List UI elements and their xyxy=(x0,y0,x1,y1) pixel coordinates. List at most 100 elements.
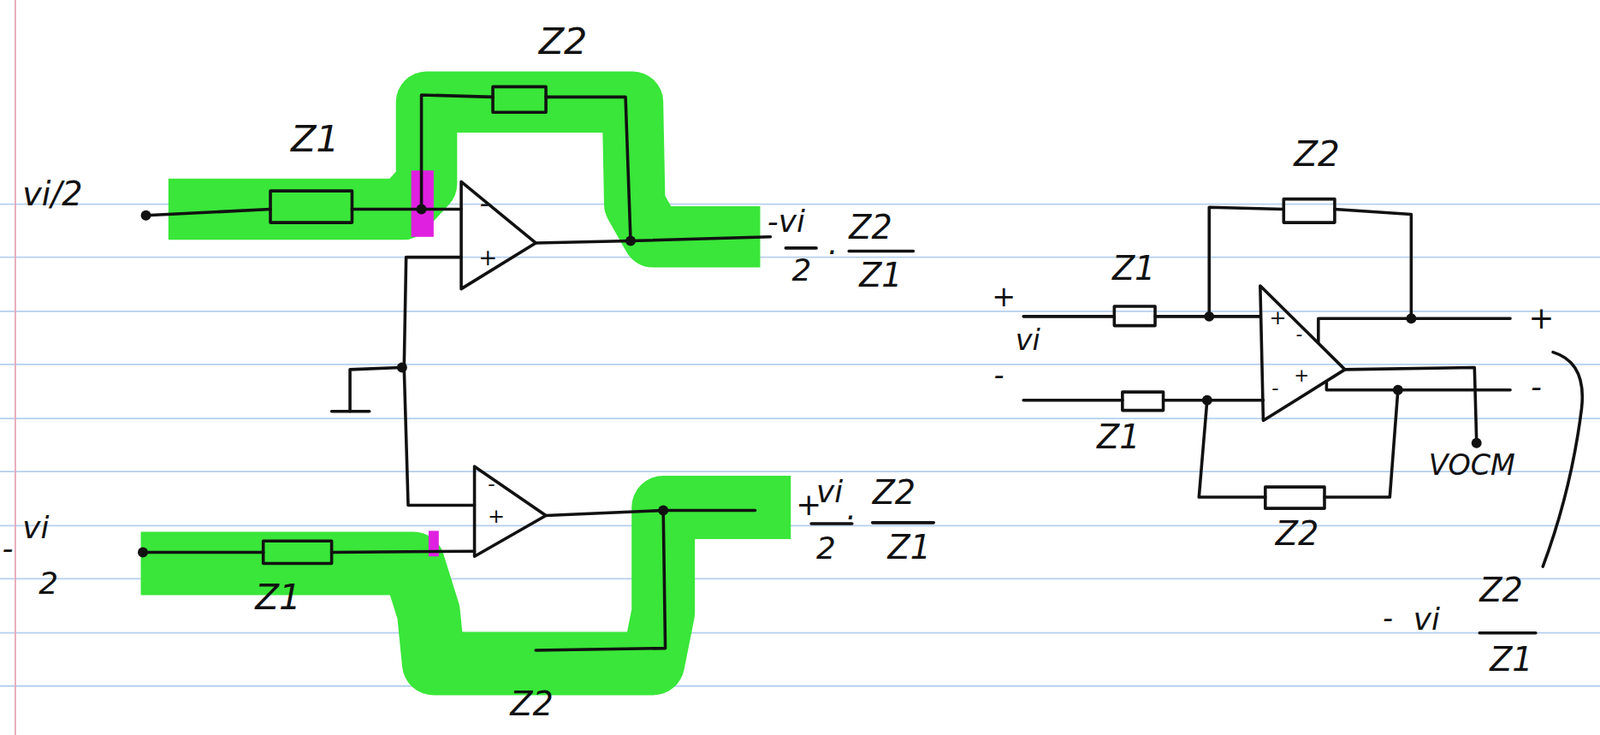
signal-label: Z1 xyxy=(1112,249,1156,288)
resistor-symbol xyxy=(1283,199,1335,223)
signal-label: + xyxy=(1293,365,1310,387)
junction-dot xyxy=(416,204,427,215)
wire xyxy=(1023,398,1123,403)
wire xyxy=(545,510,755,516)
signal-label: - xyxy=(1,530,13,566)
wire xyxy=(535,510,665,651)
ground-symbol xyxy=(331,409,370,414)
signal-label: 2 xyxy=(38,566,59,602)
ruled-line xyxy=(0,632,1600,635)
signal-label: Z1 xyxy=(859,257,902,296)
feedback-highlight xyxy=(141,507,792,664)
opamp-symbol xyxy=(1260,285,1346,421)
ruled-line xyxy=(0,525,1600,528)
resistor-symbol xyxy=(263,540,332,563)
signal-label: Z2 xyxy=(509,686,553,724)
signal-label: Z2 xyxy=(848,209,892,248)
signal-label: 2 xyxy=(791,253,812,289)
margin-line xyxy=(14,0,17,735)
signal-label: - xyxy=(487,471,496,495)
ruled-line xyxy=(0,363,1600,366)
signal-label: -vi xyxy=(767,204,806,240)
junction-dot xyxy=(657,505,669,516)
signal-label: - xyxy=(1296,324,1304,346)
resistor-symbol xyxy=(1114,306,1156,326)
signal-label: - xyxy=(994,359,1005,392)
fraction-bar xyxy=(872,521,935,525)
wire xyxy=(1163,398,1264,403)
junction-dot xyxy=(1405,313,1417,324)
ruled-line xyxy=(0,685,1600,688)
ruled-line xyxy=(0,310,1600,313)
bracket xyxy=(1542,352,1583,568)
resistor-symbol xyxy=(492,86,546,113)
signal-label: - xyxy=(1530,369,1542,405)
highlight-paths xyxy=(141,101,792,664)
wire xyxy=(351,207,462,212)
junction-dot xyxy=(397,362,408,374)
resistor-symbol xyxy=(1265,486,1325,509)
signal-label: + xyxy=(1528,301,1555,337)
signal-label: Z1 xyxy=(254,577,302,618)
wire xyxy=(146,209,271,216)
signal-label: Z2 xyxy=(872,474,916,513)
signal-label: - xyxy=(1271,375,1280,399)
wire xyxy=(545,96,631,241)
signal-label: Z1 xyxy=(1489,640,1533,679)
signal-label: Z1 xyxy=(1096,418,1140,457)
signal-label: VOCM xyxy=(1428,449,1516,482)
feedback-highlight xyxy=(168,101,761,237)
wire xyxy=(1324,390,1399,498)
junction-dot xyxy=(1392,385,1404,396)
wire xyxy=(1023,314,1115,319)
signal-label: Z2 xyxy=(1275,515,1319,553)
signal-label: - xyxy=(1382,602,1393,635)
signal-label: vi xyxy=(1413,602,1440,638)
junction-dot xyxy=(625,236,636,247)
ground-wire xyxy=(349,367,402,412)
signal-label: · xyxy=(826,234,836,270)
signal-label: · xyxy=(844,500,854,536)
signal-label: Z2 xyxy=(539,20,588,63)
junction-dot xyxy=(1471,438,1482,449)
junction-dots xyxy=(137,204,1482,558)
junction-dot xyxy=(137,546,149,558)
wire xyxy=(403,257,475,506)
signal-label: + xyxy=(1269,306,1287,330)
wire xyxy=(1326,381,1511,391)
fraction-bar xyxy=(848,249,913,254)
fraction-bar xyxy=(785,246,817,250)
signal-label: 2 xyxy=(816,530,836,566)
wire xyxy=(142,551,264,555)
signal-label: + xyxy=(991,280,1016,314)
ruled-line xyxy=(0,470,1600,473)
resistor-symbol xyxy=(1122,391,1164,410)
signal-label: vi xyxy=(1015,324,1041,357)
wire xyxy=(1345,367,1477,442)
notebook-lines xyxy=(0,204,1600,687)
opamp-symbol xyxy=(461,181,536,289)
opamp-symbol xyxy=(474,466,546,557)
wire xyxy=(535,237,771,243)
signal-label: + xyxy=(487,503,505,528)
junction-dot xyxy=(1203,311,1215,322)
signal-label: Z2 xyxy=(1293,134,1340,175)
junction-dot xyxy=(1202,395,1213,406)
signal-label: Z1 xyxy=(290,117,340,160)
signal-label: Z2 xyxy=(1479,571,1523,610)
signal-label: vi/2 xyxy=(22,175,83,214)
wire xyxy=(1198,400,1266,498)
signal-label: - xyxy=(480,189,490,221)
wire xyxy=(1334,209,1411,320)
wire xyxy=(331,551,475,552)
signal-label: vi xyxy=(816,474,843,510)
signal-label: Z1 xyxy=(888,528,931,567)
signal-label: vi xyxy=(22,510,49,546)
junction-dot xyxy=(141,210,152,221)
wires xyxy=(142,86,1583,651)
signal-label: + xyxy=(478,244,498,271)
ruled-line xyxy=(0,417,1600,420)
resistor-symbol xyxy=(270,190,352,223)
